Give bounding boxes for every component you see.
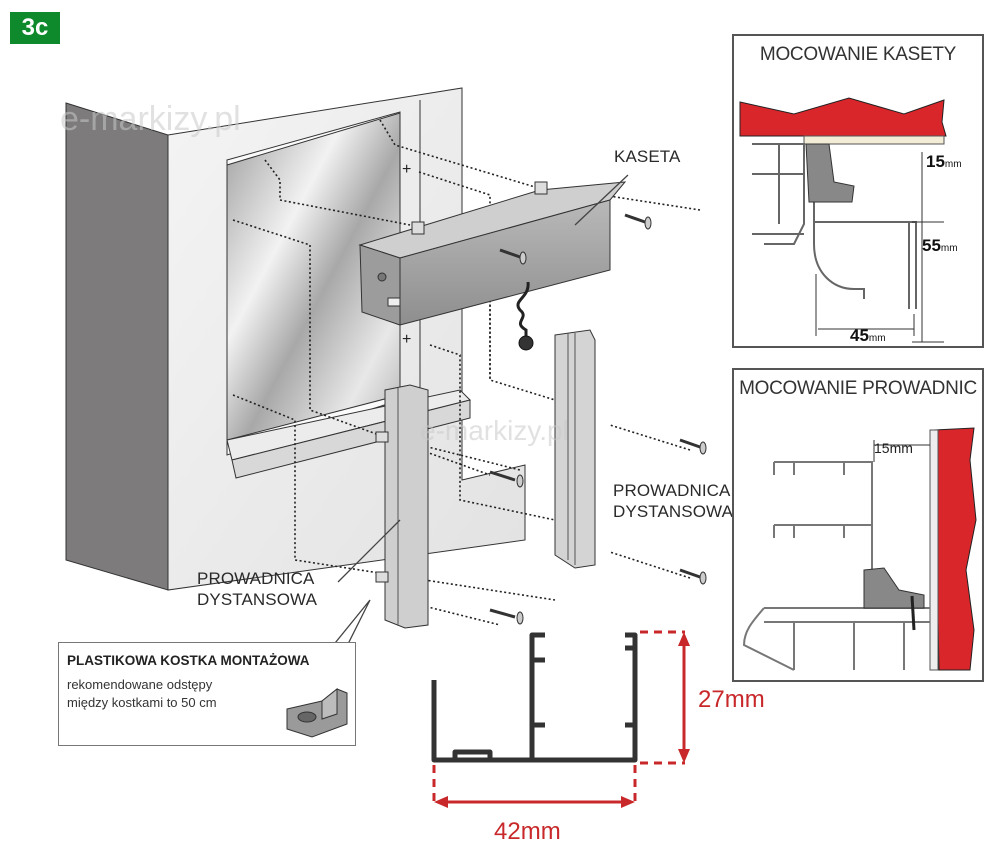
mark-plus: + <box>402 161 411 178</box>
mark-plus: + <box>402 331 411 348</box>
guide-rail-left <box>375 384 429 629</box>
dimension-label: 55mm <box>922 236 958 255</box>
panel-title: MOCOWANIE PROWADNIC <box>739 378 977 399</box>
label-line: PROWADNICA <box>197 569 315 588</box>
guide-mounting-detail <box>742 427 977 671</box>
profile-width-label: 42mm <box>494 818 561 845</box>
label-guide-right: PROWADNICA DYSTANSOWA <box>613 480 733 522</box>
screw <box>489 213 707 625</box>
dimension-label: 15mm <box>926 152 962 171</box>
watermark: e-markizy.pl <box>420 415 569 446</box>
cassette-mounting-detail <box>739 97 947 343</box>
dimension-label: 45mm <box>850 326 886 345</box>
label-guide-left: PROWADNICA DYSTANSOWA <box>197 568 317 610</box>
label-line: PROWADNICA <box>613 481 731 500</box>
note-title: PLASTIKOWA KOSTKA MONTAŻOWA <box>67 653 310 668</box>
note-line: rekomendowane odstępy <box>67 677 213 692</box>
profile-height-label: 27mm <box>698 686 765 713</box>
dimension-label: 15mm <box>874 440 913 456</box>
guide-profile-cross-section <box>431 632 638 763</box>
profile-dimension-lines <box>432 630 686 805</box>
label-line: DYSTANSOWA <box>613 502 734 521</box>
cassette-housing <box>358 181 627 326</box>
label-line: DYSTANSOWA <box>197 590 318 609</box>
watermark: e-markizy.pl <box>60 100 241 138</box>
panel-title: MOCOWANIE KASETY <box>759 44 957 65</box>
wall-side <box>65 102 169 591</box>
mounting-block-icon <box>286 687 348 738</box>
note-line: między kostkami to 50 cm <box>67 695 217 710</box>
figure-badge: 3c <box>10 12 60 44</box>
note-mounting-block: PLASTIKOWA KOSTKA MONTAŻOWA rekomendowan… <box>58 642 356 746</box>
wall-red <box>739 97 947 137</box>
guide-rail-right <box>554 329 596 569</box>
panel-guide-mounting: MOCOWANIE PROWADNIC 15mm <box>732 368 984 682</box>
label-cassette: KASETA <box>614 147 681 166</box>
panel-cassette-mounting: MOCOWANIE KASETY 15mm 55mm 45mm <box>732 34 984 348</box>
crank-handle <box>516 281 530 340</box>
wall-red <box>933 427 977 671</box>
note-text: rekomendowane odstępy między kostkami to… <box>67 676 355 712</box>
